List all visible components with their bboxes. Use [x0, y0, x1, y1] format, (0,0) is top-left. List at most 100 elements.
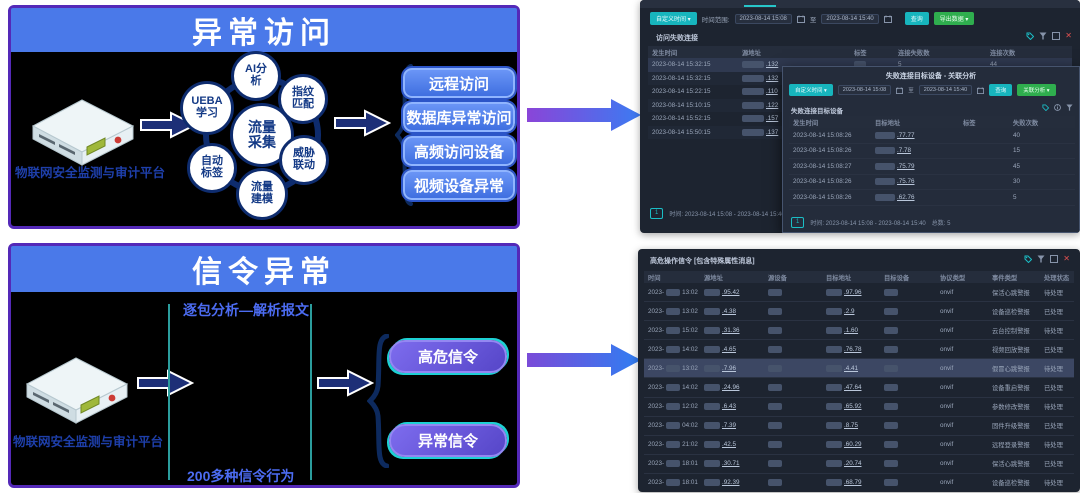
- redacted-value: [768, 345, 782, 353]
- divider-left: [168, 304, 170, 480]
- column-header: 协议类型: [940, 274, 966, 282]
- calendar-icon[interactable]: [896, 86, 904, 94]
- calendar-icon[interactable]: [883, 15, 892, 23]
- table-cell: onvif: [940, 307, 954, 315]
- info-icon[interactable]: [1054, 104, 1061, 111]
- table-cell[interactable]: .132: [738, 61, 850, 69]
- filter-icon[interactable]: [1066, 104, 1073, 111]
- table-cell[interactable]: .75.76: [871, 178, 959, 186]
- close-icon[interactable]: ✕: [1063, 254, 1070, 263]
- table-cell[interactable]: .7.39: [700, 422, 764, 430]
- table-cell: onvif: [940, 479, 954, 487]
- redacted-value: [666, 422, 681, 430]
- table-cell[interactable]: .42.5: [700, 441, 764, 449]
- page-chip[interactable]: 1: [791, 217, 805, 228]
- table-cell[interactable]: .60.29: [822, 441, 880, 449]
- table-cell: 2023-21:02: [648, 441, 698, 449]
- table-cell[interactable]: .76.78: [822, 345, 880, 353]
- time-preset-button[interactable]: 自定义时间 ▾: [650, 12, 697, 25]
- expand-icon[interactable]: [1052, 32, 1061, 40]
- table-cell[interactable]: .137: [738, 128, 850, 136]
- table-cell[interactable]: .24.96: [700, 384, 764, 392]
- calendar-icon[interactable]: [796, 15, 805, 23]
- tag-icon[interactable]: [1024, 255, 1033, 263]
- table-cell: [764, 422, 822, 430]
- table-cell[interactable]: .110: [738, 88, 850, 96]
- table-cell: 远程登录警报: [992, 442, 1030, 450]
- table-cell: 已处理: [1044, 461, 1063, 469]
- time-preset-button[interactable]: 自定义时间 ▾: [789, 84, 833, 96]
- table-cell[interactable]: .8.75: [822, 422, 880, 430]
- expand-icon[interactable]: [1050, 255, 1059, 263]
- table-cell[interactable]: .2.9: [822, 307, 880, 315]
- start-datetime-input[interactable]: 2023-08-14 15:08: [837, 85, 892, 95]
- end-datetime-input[interactable]: 2023-08-14 15:40: [918, 85, 973, 95]
- table-cell: 待处理: [1044, 289, 1063, 297]
- redacted-value: [884, 364, 898, 372]
- table-cell[interactable]: .30.71: [700, 460, 764, 468]
- table-cell[interactable]: .95.42: [700, 288, 764, 296]
- link-arrow-bottom: [527, 344, 641, 376]
- table-cell[interactable]: .7.78: [871, 147, 959, 155]
- table-cell[interactable]: .65.92: [822, 403, 880, 411]
- query-button[interactable]: 查询: [904, 12, 929, 25]
- redacted-value: [875, 178, 895, 186]
- table-cell[interactable]: .47.64: [822, 384, 880, 392]
- table-header-row: 发生时间源地址标签连接失败数连接次数: [648, 46, 1072, 58]
- table-cell[interactable]: .97.96: [822, 288, 880, 296]
- assoc-analysis-button[interactable]: 关联分析 ▾: [1017, 84, 1056, 96]
- redacted-value: [666, 326, 681, 334]
- table-cell[interactable]: .75.79: [871, 162, 959, 170]
- redacted-value: [826, 384, 842, 392]
- end-datetime-input[interactable]: 2023-08-14 15:40: [821, 13, 879, 24]
- table-cell[interactable]: .4.65: [700, 345, 764, 353]
- calendar-icon[interactable]: [977, 86, 985, 94]
- filter-icon[interactable]: [1037, 255, 1045, 263]
- table-cell[interactable]: .6.43: [700, 403, 764, 411]
- table-cell: 2023-18:01: [648, 460, 698, 468]
- table-cell[interactable]: .132: [738, 74, 850, 82]
- brace: [367, 334, 389, 468]
- table-cell[interactable]: .62.76: [871, 193, 959, 201]
- export-button[interactable]: 导出数据 ▾: [933, 12, 975, 25]
- table-cell[interactable]: .68.79: [822, 479, 880, 487]
- table-row[interactable]: 2023-08-14 15:52:15.157: [648, 112, 1072, 126]
- table-row[interactable]: 2023-08-14 15:22:15.110: [648, 85, 1072, 99]
- redacted-value: [826, 307, 842, 315]
- table-cell[interactable]: .31.36: [700, 326, 764, 334]
- redacted-value: [704, 326, 720, 334]
- tag-icon[interactable]: [1042, 104, 1049, 111]
- table-cell[interactable]: .92.39: [700, 479, 764, 487]
- table-cell[interactable]: .122: [738, 101, 850, 109]
- table-cell[interactable]: .77.77: [871, 131, 959, 139]
- filter-icon[interactable]: [1039, 32, 1047, 40]
- table-cell[interactable]: .157: [738, 115, 850, 123]
- table-cell[interactable]: .20.74: [822, 460, 880, 468]
- column-header: 失败次数: [1013, 119, 1039, 127]
- tag-icon[interactable]: [1026, 32, 1035, 40]
- close-icon[interactable]: ✕: [1065, 31, 1072, 40]
- page-chip[interactable]: 1: [650, 208, 664, 219]
- table-cell[interactable]: .7.96: [700, 364, 764, 372]
- query-button[interactable]: 查询: [989, 84, 1013, 96]
- table-cell[interactable]: .4.41: [822, 364, 880, 372]
- table-cell[interactable]: .4.38: [700, 307, 764, 315]
- start-datetime-input[interactable]: 2023-08-14 15:08: [734, 13, 792, 24]
- table-cell[interactable]: .1.60: [822, 326, 880, 334]
